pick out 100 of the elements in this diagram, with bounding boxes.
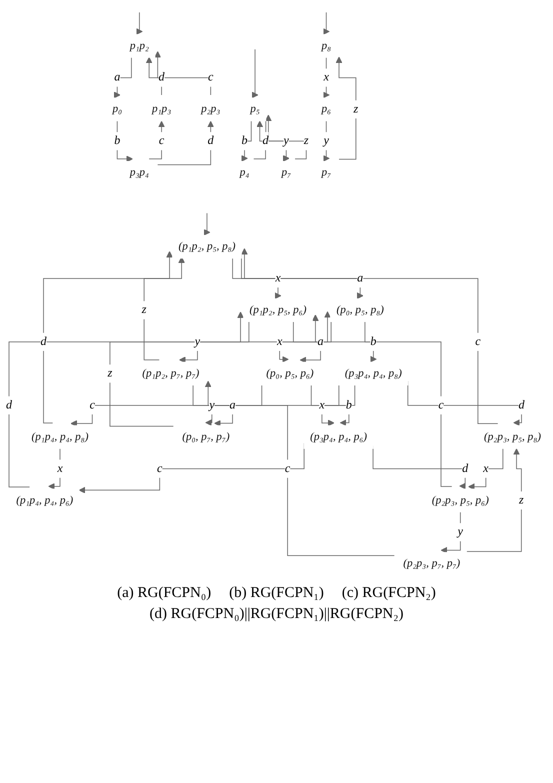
edge-label: b xyxy=(370,335,376,348)
arrow xyxy=(179,321,250,364)
arrow xyxy=(468,448,504,490)
node-text: p₆ xyxy=(321,103,332,116)
arrow xyxy=(144,256,185,360)
edge-label: c xyxy=(475,335,481,348)
edge-label: a xyxy=(230,398,236,412)
arrow xyxy=(146,56,162,96)
node-text: (p₀, p₇, p₇) xyxy=(182,430,230,443)
arrow xyxy=(232,258,282,300)
edge-label: y xyxy=(209,398,215,412)
arrow xyxy=(114,57,132,98)
arrow xyxy=(204,212,210,236)
node-text: p₁p₂ xyxy=(130,40,149,52)
edge-label: d xyxy=(6,398,12,412)
arrow xyxy=(204,380,395,556)
edge-label: c xyxy=(90,398,95,412)
arrow xyxy=(157,120,214,166)
edge-label: y xyxy=(324,134,329,148)
edge-label: y xyxy=(458,525,464,538)
edge-label: c xyxy=(284,462,290,475)
edge-label: x xyxy=(483,462,489,475)
edge-label: c xyxy=(158,134,164,148)
edge-label: d xyxy=(158,70,165,84)
arrow xyxy=(252,48,258,98)
figure-caption: (b) RG(FCPN₁) xyxy=(229,585,324,602)
edge-label: z xyxy=(519,494,524,506)
arrow xyxy=(110,311,331,427)
arrow xyxy=(192,384,233,427)
edge-label: b xyxy=(114,134,120,148)
edge-label: x xyxy=(57,462,63,475)
node-text: p₂p₃ xyxy=(201,103,220,116)
arrow xyxy=(265,114,307,160)
arrow xyxy=(336,56,356,160)
edge-label: b xyxy=(346,398,352,412)
edge-label: c xyxy=(438,398,444,412)
node-text: p₃p₄ xyxy=(130,166,149,179)
node-text: p₇ xyxy=(321,166,332,179)
edge-label: d xyxy=(462,462,468,475)
node-text: p₅ xyxy=(250,103,260,116)
arrow xyxy=(322,57,330,98)
arrow xyxy=(48,448,60,490)
edge-label: x xyxy=(275,272,281,284)
arrow xyxy=(253,120,266,160)
edge-label: d xyxy=(518,398,525,412)
arrow xyxy=(440,512,461,554)
node-text: (p₁p₂, p₅, p₆) xyxy=(250,304,306,316)
arrow xyxy=(148,120,165,160)
arrow xyxy=(322,120,330,162)
arrow xyxy=(466,448,522,552)
edge-label: a xyxy=(318,335,324,348)
edge-label: z xyxy=(108,366,112,380)
node-text: (p₃p₄, p₄, p₆) xyxy=(310,430,368,443)
arrow xyxy=(43,251,173,424)
edge-label: c xyxy=(208,70,214,84)
arrow xyxy=(154,51,212,96)
edge-label: a xyxy=(114,70,120,84)
edge-label: c xyxy=(157,462,162,475)
arrow xyxy=(265,120,290,162)
edge-label: d xyxy=(40,335,47,348)
node-text: (p₂p₃, p₅, p₈) xyxy=(484,430,541,443)
edge-label: y xyxy=(194,335,200,348)
edge-label: x xyxy=(324,70,329,84)
edge-label: a xyxy=(357,272,364,284)
node-text: (p₀, p₅, p₆) xyxy=(266,367,314,380)
node-text: p₁p₃ xyxy=(152,103,172,116)
node-text: (p₂p₃, p₇, p₇) xyxy=(403,558,460,570)
node-text: (p₁p₄, p₄, p₈) xyxy=(32,430,88,443)
edge-label: d xyxy=(208,134,214,148)
node-text: p₇ xyxy=(281,166,291,179)
edge-label: z xyxy=(142,303,146,316)
arrow xyxy=(322,12,330,35)
figure-caption: (a) RG(FCPN₀) xyxy=(117,585,212,602)
node-text: (p₀, p₅, p₈) xyxy=(336,304,384,316)
arrow xyxy=(364,321,377,362)
arrow xyxy=(8,312,244,488)
arrow xyxy=(292,321,321,364)
node-text: p₄ xyxy=(240,166,250,179)
arrow xyxy=(279,321,332,363)
node-text: (p₁p₂, p₇, p₇) xyxy=(142,367,200,380)
node-text: p₀ xyxy=(112,103,122,116)
edge-label: y xyxy=(284,134,289,148)
arrow xyxy=(241,120,252,162)
node-text: (p₂p₃, p₅, p₆) xyxy=(432,494,489,506)
edge-label: d xyxy=(262,134,269,148)
edge-label: z xyxy=(304,134,309,148)
edge-label: x xyxy=(319,398,325,412)
figure-caption: (c) RG(FCPN₂) xyxy=(342,585,436,602)
arrow xyxy=(116,120,133,162)
edge-label: b xyxy=(242,134,248,148)
node-text: p₈ xyxy=(321,40,332,52)
edge-label: z xyxy=(354,102,358,116)
arrow xyxy=(322,384,356,426)
arrow xyxy=(205,384,262,426)
edge-label: x xyxy=(276,335,282,348)
arrow xyxy=(136,12,143,35)
figure-caption: (d) RG(FCPN₀)||RG(FCPN₁)||RG(FCPN₂) xyxy=(150,606,404,624)
arrow xyxy=(312,314,452,487)
arrow xyxy=(310,384,350,426)
node-text: (p₁p₄, p₄, p₆) xyxy=(16,494,74,506)
